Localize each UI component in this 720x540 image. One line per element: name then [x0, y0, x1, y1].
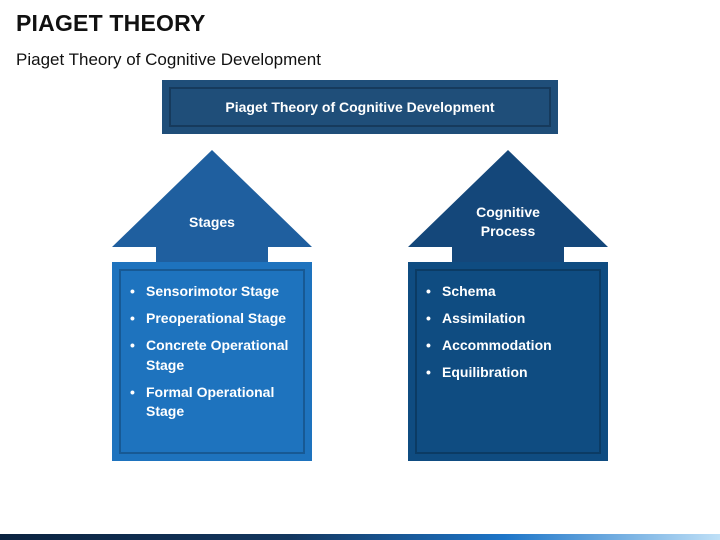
list-item: Assimilation [426, 309, 594, 329]
list-item: Sensorimotor Stage [130, 282, 298, 302]
stages-arrow-head [112, 150, 312, 262]
stages-panel: Sensorimotor Stage Preoperational Stage … [112, 262, 312, 461]
list-item: Formal Operational Stage [130, 383, 298, 422]
footer-gradient-bar [0, 534, 720, 540]
list-item: Schema [426, 282, 594, 302]
cognitive-process-label: Cognitive Process [448, 203, 568, 241]
cognitive-process-arrow-head [408, 150, 608, 262]
page-title: PIAGET THEORY [16, 10, 206, 36]
cognitive-process-list: Schema Assimilation Accommodation Equili… [426, 282, 594, 390]
cognitive-process-label-line1: Cognitive [476, 204, 540, 220]
cognitive-process-label-line2: Process [480, 223, 536, 239]
stages-list: Sensorimotor Stage Preoperational Stage … [130, 282, 298, 429]
list-item: Concrete Operational Stage [130, 336, 298, 375]
list-item: Preoperational Stage [130, 309, 298, 329]
cognitive-process-panel-border [415, 269, 601, 454]
root-box: Piaget Theory of Cognitive Development [162, 80, 558, 134]
root-box-label: Piaget Theory of Cognitive Development [169, 87, 551, 127]
cognitive-process-panel: Schema Assimilation Accommodation Equili… [408, 262, 608, 461]
stages-label: Stages [189, 214, 235, 230]
list-item: Equilibration [426, 363, 594, 383]
list-item: Accommodation [426, 336, 594, 356]
stages-panel-border [119, 269, 305, 454]
page-subtitle: Piaget Theory of Cognitive Development [16, 50, 321, 69]
